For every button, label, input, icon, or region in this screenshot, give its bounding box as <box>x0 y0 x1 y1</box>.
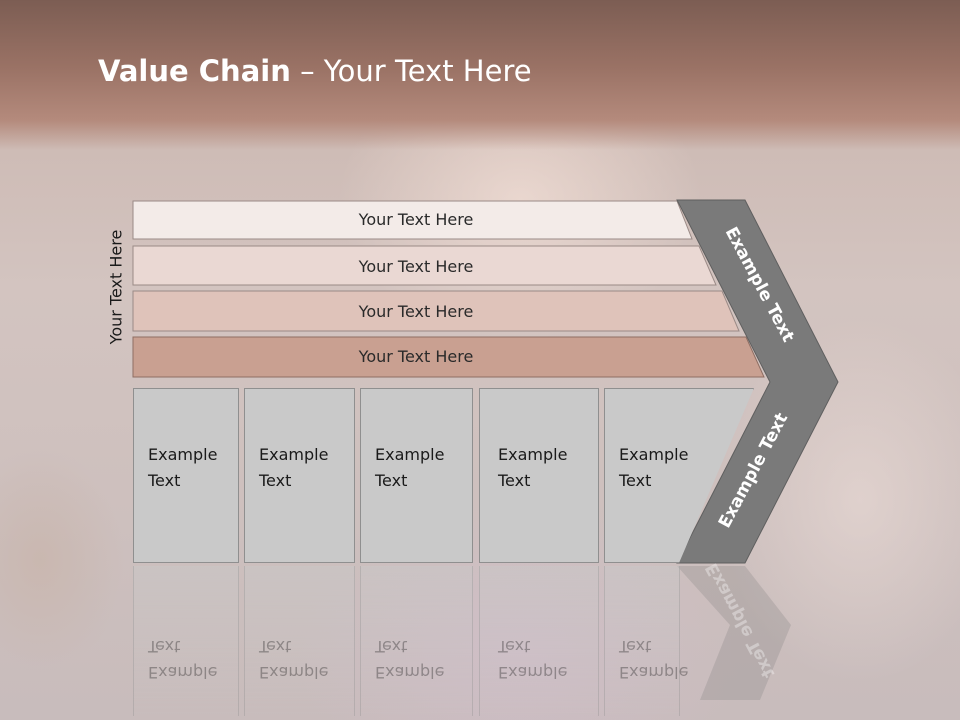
box-2-reflection-text: Example Text <box>259 633 359 685</box>
bar-3 <box>132 290 740 332</box>
title-band <box>0 0 960 150</box>
box-3-reflection: Example Text <box>360 566 473 716</box>
box-2-reflection: Example Text <box>244 566 355 716</box>
activity-box-3-line1: Example <box>375 445 445 464</box>
title-rest: – Your Text Here <box>290 54 532 88</box>
activity-box-4-line2: Text <box>498 471 531 490</box>
box-4-reflection-line1: Example <box>498 663 568 682</box>
box-2-reflection-line1: Example <box>259 663 329 682</box>
bar-3-label: Your Text Here <box>358 302 474 321</box>
activity-box-1-line1: Example <box>148 445 218 464</box>
box-2-reflection-line2: Text <box>259 637 292 656</box>
box-4-reflection-text: Example Text <box>498 633 598 685</box>
title-bold: Value Chain <box>98 54 291 88</box>
activity-box-2-line1: Example <box>259 445 329 464</box>
activity-box-5-line1: Example <box>619 445 689 464</box>
chevron-arrow <box>676 199 839 564</box>
box-5-reflection-text: Example Text <box>619 633 719 685</box>
activity-box-3-line2: Text <box>375 471 408 490</box>
box-1-reflection-line1: Example <box>148 663 218 682</box>
box-3-reflection-line2: Text <box>375 637 408 656</box>
bar-2-label: Your Text Here <box>358 257 474 276</box>
box-1-reflection-line2: Text <box>148 637 181 656</box>
box-3-reflection-line1: Example <box>375 663 445 682</box>
bar-2 <box>132 245 717 286</box>
activity-box-1-line2: Text <box>148 471 181 490</box>
box-1-reflection-text: Example Text <box>148 633 248 685</box>
box-1-reflection: Example Text <box>133 566 239 716</box>
activity-box-5-line2: Text <box>619 471 652 490</box>
activity-box-2-line2: Text <box>259 471 292 490</box>
slide-title: Value Chain – Your Text Here <box>98 54 532 88</box>
activity-box-4-line1: Example <box>498 445 568 464</box>
box-5-reflection: Example Text <box>604 566 688 716</box>
bar-4 <box>132 336 765 378</box>
box-3-reflection-text: Example Text <box>375 633 475 685</box>
box-5-reflection-line1: Example <box>619 663 689 682</box>
bar-4-label: Your Text Here <box>358 347 474 366</box>
box-5-reflection-line2: Text <box>619 637 652 656</box>
bar-1 <box>132 200 693 240</box>
chevron-reflection <box>677 566 791 700</box>
box-4-reflection: Example Text <box>479 566 599 716</box>
box-4-reflection-line2: Text <box>498 637 531 656</box>
bar-1-label: Your Text Here <box>358 210 474 229</box>
